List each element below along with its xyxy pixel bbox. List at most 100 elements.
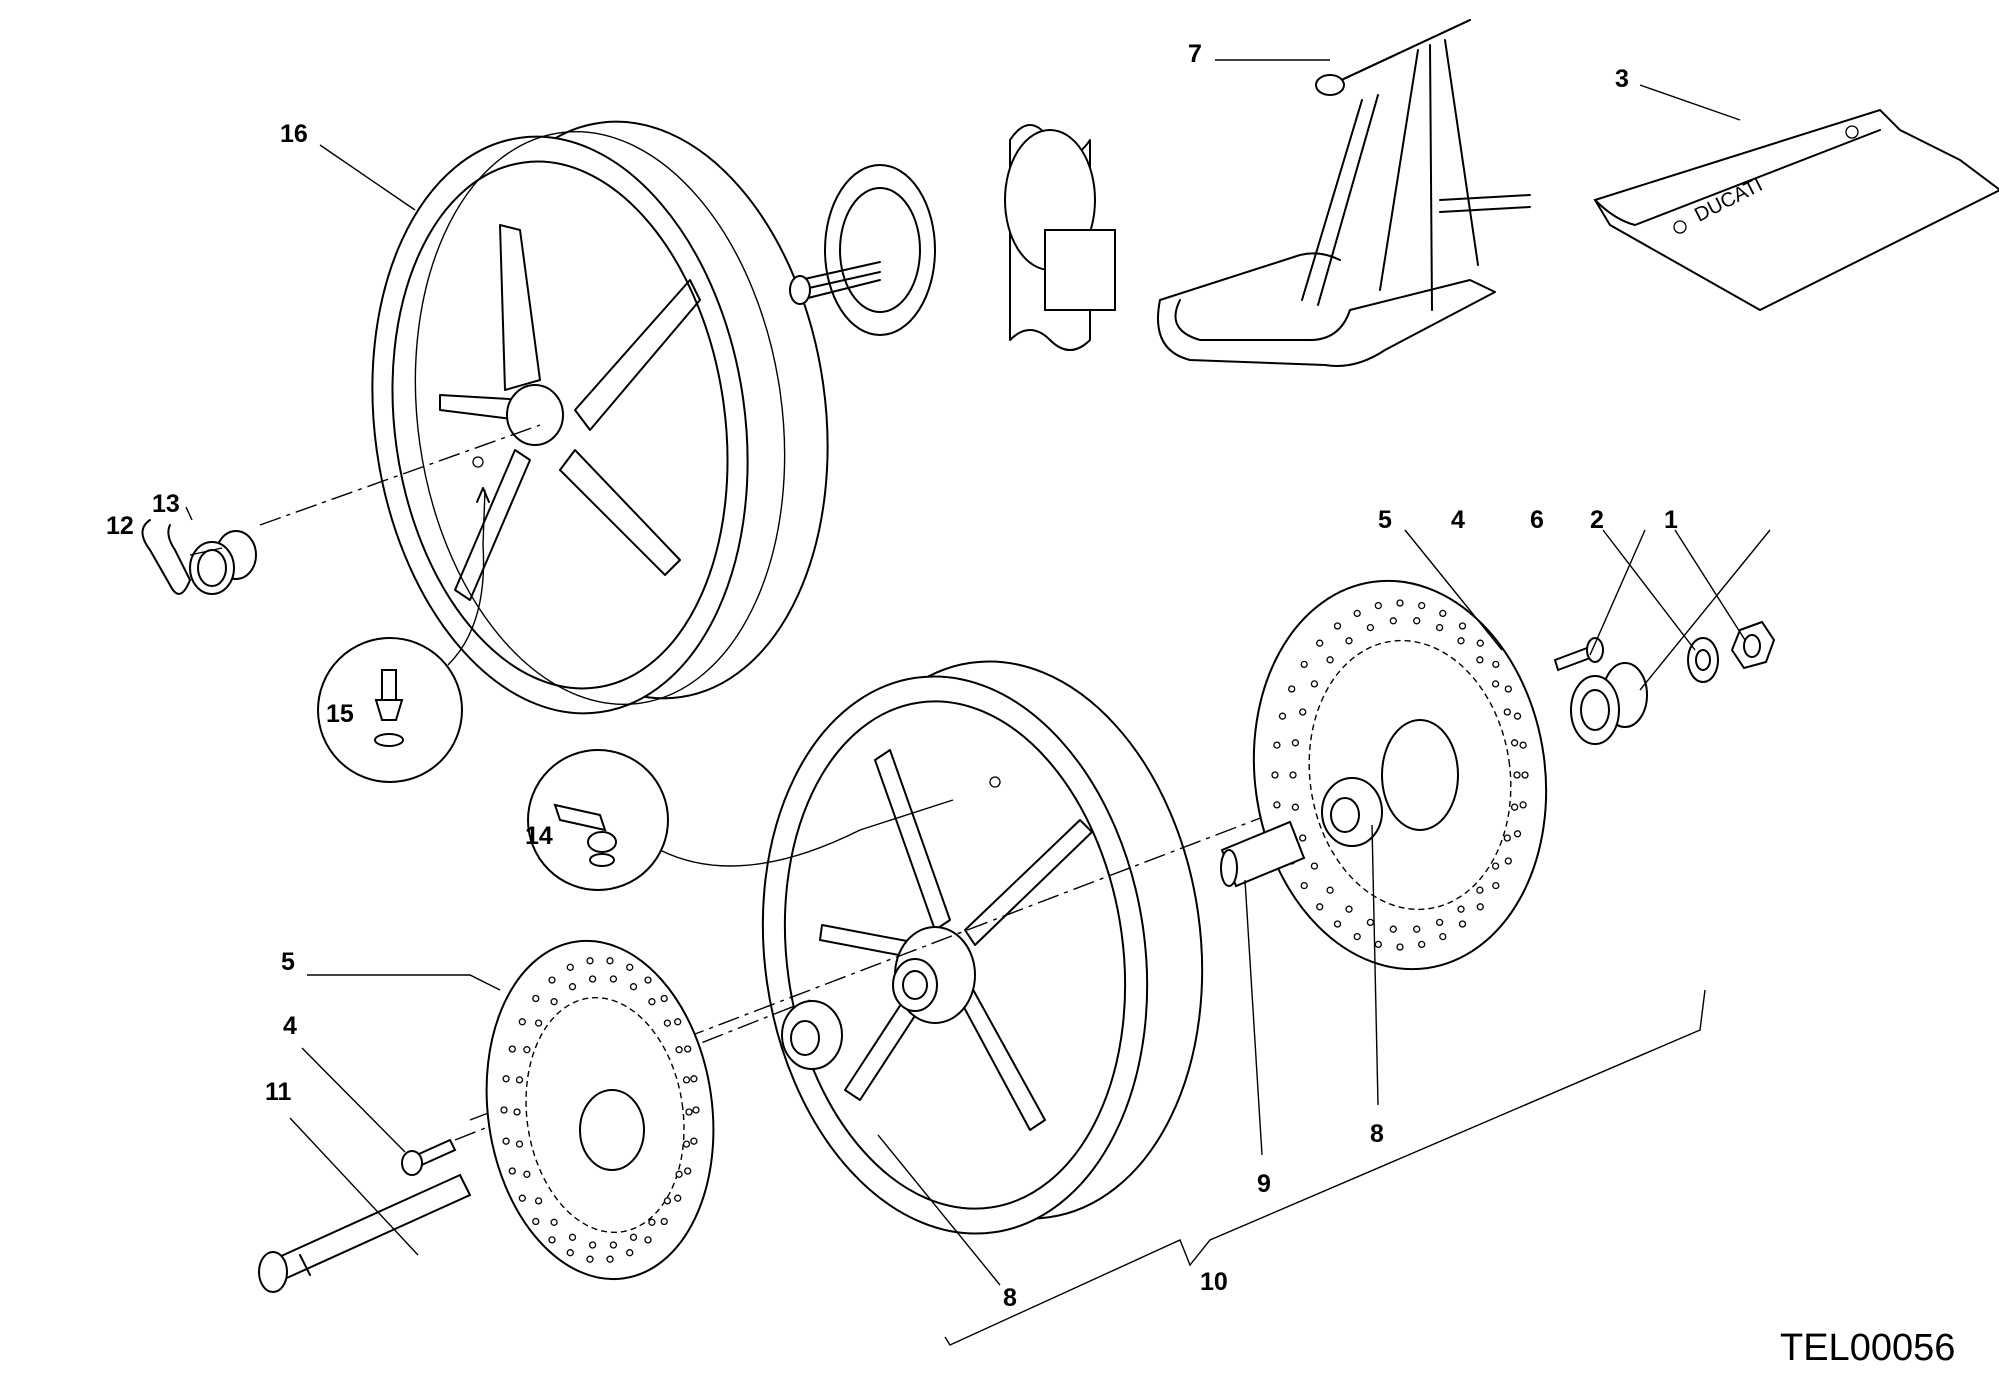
disc-hole: [1366, 623, 1375, 632]
disc-hole: [532, 994, 540, 1003]
disc-hole: [609, 1241, 618, 1249]
callout-4-right: 4: [1451, 506, 1465, 534]
disc-hole: [1513, 830, 1522, 838]
disc-hole: [663, 1197, 672, 1205]
disc-hole: [1492, 881, 1500, 890]
disc-hole: [1289, 771, 1297, 779]
disc-hole: [648, 998, 656, 1006]
disc-hole: [1310, 862, 1319, 870]
callout-11: 11: [265, 1078, 292, 1106]
spacer-6: [1570, 662, 1648, 745]
disc-hole: [1389, 925, 1397, 933]
disc-hole: [1435, 918, 1444, 927]
disc-hole: [629, 1233, 638, 1241]
stand-cover-3: DUCATI: [1593, 108, 1999, 312]
disc-hole: [508, 1167, 516, 1175]
disc-hole: [523, 1046, 531, 1054]
disc-hole: [1374, 940, 1382, 949]
disc-hole: [568, 983, 577, 991]
disc-hole: [675, 1046, 683, 1054]
disc-hole: [1439, 609, 1447, 618]
disc-hole: [1396, 599, 1404, 607]
callout-12: 12: [106, 512, 134, 540]
rear-nut-13: [189, 530, 257, 595]
disc-hole: [1273, 801, 1281, 809]
disc-hole: [1299, 708, 1307, 716]
disc-hole: [1396, 943, 1404, 951]
disc-hole: [508, 1045, 516, 1053]
disc-hole: [1418, 601, 1426, 610]
rear-clip-12: [141, 519, 191, 595]
disc-hole: [1521, 771, 1529, 779]
disc-hole: [1300, 881, 1308, 890]
callout-14: 14: [525, 822, 553, 850]
disc-hole: [523, 1170, 531, 1178]
front-valve-14-detail: [527, 749, 954, 891]
leader-lines: [185, 59, 1771, 1286]
disc-hole: [1374, 601, 1382, 610]
washer-2: [1687, 637, 1719, 683]
callout-labels: 7 3 16 13 12 15 5 4 6 2 1 14 5 4 11 8 9 …: [106, 40, 1955, 1369]
disc-hole: [609, 975, 618, 983]
disc-hole: [1492, 660, 1500, 669]
disc-hole: [1458, 920, 1467, 928]
disc-hole: [1413, 925, 1421, 933]
disc-hole: [1519, 741, 1527, 749]
disc-hole: [1457, 905, 1465, 913]
disc-hole: [1476, 903, 1484, 911]
callout-1: 1: [1664, 506, 1678, 534]
disc-hole: [1504, 685, 1512, 693]
disc-hole: [515, 1076, 524, 1084]
brake-disc-5-left: [485, 939, 715, 1281]
disc-hole: [1345, 905, 1353, 913]
disc-hole: [626, 1249, 634, 1257]
disc-hole: [1510, 739, 1519, 747]
disc-hole: [1299, 834, 1307, 842]
disc-hole: [566, 963, 574, 971]
disc-hole: [660, 994, 668, 1003]
disc-hole: [502, 1075, 510, 1083]
nut-1: [1730, 620, 1776, 670]
disc-hole: [1476, 656, 1484, 664]
disc-hole: [682, 1140, 691, 1148]
disc-hole: [1439, 932, 1447, 941]
disc-hole: [548, 1236, 556, 1244]
disc-hole: [684, 1045, 692, 1053]
disc-hole: [568, 1233, 577, 1241]
disc-hole: [1513, 771, 1521, 779]
disc-hole: [1291, 739, 1300, 747]
callout-3: 3: [1615, 65, 1629, 93]
disc-hole: [1278, 712, 1287, 720]
callout-5-left: 5: [281, 948, 295, 976]
disc-hole: [1333, 622, 1342, 630]
disc-hole: [690, 1137, 698, 1145]
disc-hole: [1353, 609, 1361, 618]
callout-6: 6: [1530, 506, 1544, 534]
disc-hole: [1271, 771, 1279, 779]
disc-hole: [1457, 637, 1465, 645]
callout-13: 13: [152, 490, 180, 518]
disc-hole: [513, 1108, 521, 1116]
callout-15: 15: [326, 700, 354, 728]
disc-hole: [1310, 680, 1319, 688]
disc-hole: [648, 1218, 656, 1226]
disc-hole: [1389, 617, 1397, 625]
disc-hole: [1504, 857, 1512, 865]
disc-hole: [1458, 622, 1467, 630]
disc-hole: [1510, 803, 1519, 811]
disc-hole: [532, 1217, 540, 1226]
callout-16: 16: [280, 120, 308, 148]
disc-hole: [1316, 639, 1324, 647]
brake-disc-5-right: [1252, 579, 1548, 971]
disc-hole: [663, 1019, 672, 1027]
disc-hole: [685, 1108, 693, 1116]
disc-hole: [1273, 741, 1281, 749]
disc-hole: [500, 1106, 508, 1114]
disc-hole: [588, 975, 597, 983]
rear-axis-line: [259, 424, 541, 526]
disc-hole: [534, 1197, 543, 1205]
disc-hole: [682, 1076, 691, 1084]
disc-hole: [1418, 940, 1426, 949]
callout-7: 7: [1188, 40, 1202, 68]
axle-11: [258, 1173, 472, 1293]
